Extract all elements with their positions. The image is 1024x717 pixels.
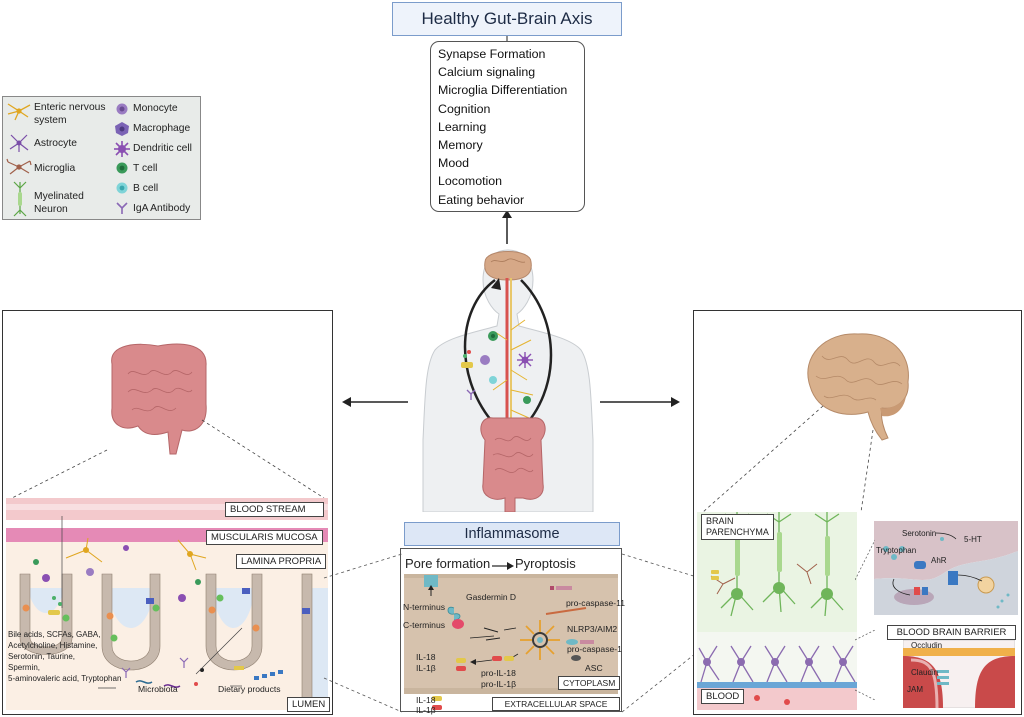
b-cell-icon	[116, 182, 128, 194]
legend-label: system	[34, 115, 67, 126]
legend: Enteric nervous system Astrocyte Microgl…	[2, 96, 201, 220]
macrophage-icon	[115, 122, 129, 136]
legend-label: Myelinated	[34, 191, 84, 202]
brain-zoom-lines	[702, 405, 874, 513]
astrocyte-icon	[9, 134, 29, 152]
function-item: Learning	[438, 119, 487, 134]
five-ht-label: 5-HT	[964, 535, 982, 544]
function-item: Memory	[438, 138, 483, 153]
blood-brain-barrier-illustration	[903, 640, 1015, 708]
pro-caspase-11-label: pro-caspase-11	[566, 598, 626, 608]
metabolites-text: Spermin,	[8, 663, 41, 672]
intestine-illustration	[111, 343, 207, 455]
tryptophan-label: Tryptophan	[876, 546, 917, 555]
arrow-left-to-gut	[342, 397, 408, 407]
metabolites-text: 5-aminovaleric acid, Tryptophan	[8, 674, 122, 683]
ahr-label: AhR	[931, 556, 947, 565]
brain-parenchyma-line: PARENCHYMA	[706, 527, 769, 537]
brain-illustration	[807, 333, 909, 441]
il1b-label: IL-1β	[416, 663, 436, 673]
lumen-label: LUMEN	[287, 697, 331, 712]
function-item: Locomotion	[438, 174, 503, 189]
panel-connector-lines	[323, 553, 701, 713]
legend-label: B cell	[133, 183, 159, 194]
serotonin-label: Serotonin	[902, 529, 937, 538]
legend-label: Monocyte	[133, 103, 178, 114]
diagram-title: Healthy Gut-Brain Axis	[392, 2, 622, 36]
t-cell-icon	[116, 162, 128, 174]
function-item: Synapse Formation	[438, 47, 546, 61]
microbiota-label: Microbiota	[138, 684, 178, 694]
pyroptosis-label: Pyroptosis	[515, 556, 576, 571]
function-item: Eating behavior	[438, 192, 525, 207]
function-item: Mood	[438, 156, 469, 171]
il18-extracellular-label: IL-18	[416, 695, 436, 705]
legend-label: Macrophage	[133, 123, 191, 134]
blood-stream-label: BLOOD STREAM	[225, 502, 324, 517]
legend-label: Microglia	[34, 163, 76, 174]
lamina-propria-label: LAMINA PROPRIA	[236, 554, 327, 569]
metabolites-text: Serotonin, Taurine,	[8, 652, 76, 661]
function-item: Microglia Differentiation	[438, 83, 568, 98]
nlrp3-label: NLRP3/AIM2	[567, 624, 618, 634]
metabolites-text: Bile acids, SCFAs, GABA,	[8, 630, 101, 639]
pro-il18-label: pro-IL-18	[481, 668, 516, 678]
muscularis-mucosa-label: MUSCULARIS MUCOSA	[206, 530, 323, 545]
human-body-illustration	[422, 249, 594, 512]
brain-parenchyma-line: BRAIN	[706, 516, 734, 526]
brain-parenchyma-label: BRAIN PARENCHYMA	[701, 514, 774, 540]
arrow-right-to-brain	[600, 397, 680, 407]
legend-label: Astrocyte	[34, 138, 77, 149]
arrow-to-pyroptosis	[492, 562, 514, 570]
metabolites-text: Acetylcholine, Histamine,	[8, 641, 98, 650]
monocyte-icon	[116, 103, 128, 115]
inflammasome-title: Inflammasome	[404, 522, 620, 546]
blood-label: BLOOD	[701, 689, 745, 704]
brain-functions-list: Synapse Formation Calcium signaling Micr…	[430, 41, 585, 212]
il1b-extracellular-label: IL-1β	[416, 705, 436, 715]
enteric-nervous-system-icon	[7, 103, 31, 121]
dietary-products-label: Dietary products	[218, 684, 281, 694]
pro-caspase-1-label: pro-caspase-1	[567, 644, 622, 654]
c-terminus-label: C-terminus	[403, 620, 446, 630]
arrow-up-to-functions	[502, 210, 512, 244]
serotonin-ahr-inset	[874, 521, 1018, 615]
iga-antibody-icon	[116, 202, 128, 214]
cytoplasm-label: CYTOPLASM	[558, 676, 621, 690]
gasdermin-label: Gasdermin D	[466, 592, 517, 602]
legend-label: IgA Antibody	[133, 203, 191, 214]
il18-label: IL-18	[416, 652, 436, 662]
dendritic-cell-icon	[114, 141, 130, 157]
inflammasome-illustration	[404, 574, 618, 710]
legend-label: Neuron	[34, 204, 68, 215]
myelinated-neuron-icon	[13, 181, 27, 217]
function-item: Cognition	[438, 101, 491, 116]
claudin-label: Claudin	[911, 668, 939, 677]
function-item: Calcium signaling	[438, 65, 536, 80]
jam-label: JAM	[907, 685, 923, 694]
legend-label: T cell	[133, 163, 158, 174]
occludin-label: Occludin	[911, 641, 943, 650]
microglia-icon	[6, 158, 32, 175]
legend-label: Enteric nervous	[34, 102, 106, 113]
brain-tissue-illustration	[697, 512, 857, 710]
inset-connector-lines	[855, 539, 875, 701]
pro-il1b-label: pro-IL-1β	[481, 679, 517, 689]
asc-label: ASC	[585, 663, 603, 673]
n-terminus-label: N-terminus	[403, 602, 446, 612]
legend-label: Dendritic cell	[133, 143, 192, 154]
bbb-label: BLOOD BRAIN BARRIER	[887, 625, 1016, 640]
pore-formation-label: Pore formation	[405, 556, 491, 571]
extracellular-space-label: EXTRACELLULAR SPACE	[492, 697, 620, 711]
gut-zoom-lines	[11, 419, 325, 499]
